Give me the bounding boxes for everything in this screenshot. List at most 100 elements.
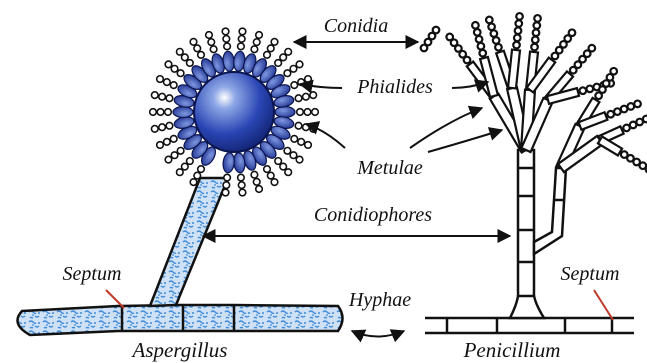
- penicillium-conidium: [643, 116, 647, 123]
- aspergillus-conidium: [157, 76, 164, 83]
- label-metulae: Metulae: [356, 157, 423, 179]
- aspergillus-conidium: [295, 122, 302, 129]
- aspergillus-conidium: [210, 46, 217, 53]
- aspergillus-conidium: [285, 49, 292, 56]
- penicillium-conidium: [479, 50, 486, 57]
- penicillium-conidium: [476, 36, 483, 43]
- aspergillus-conidium: [267, 172, 274, 179]
- aspergillus-conidium: [182, 163, 189, 170]
- aspergillus-conidium: [165, 156, 172, 163]
- aspergillus-conidium: [190, 179, 197, 186]
- label-conidia: Conidia: [324, 15, 388, 37]
- penicillium-conidium: [474, 29, 481, 36]
- penicillium-phialide: [508, 50, 520, 89]
- aspergillus-conidium: [198, 52, 205, 59]
- penicillium-conidium: [493, 37, 500, 44]
- aspergillus-conidium: [224, 43, 231, 50]
- label-septum-right: Septum: [561, 263, 620, 285]
- penicillium-conidium: [628, 103, 635, 110]
- aspergillus-conidium: [280, 54, 287, 61]
- penicillium-conidium: [621, 106, 628, 113]
- penicillium-conidium: [516, 13, 523, 20]
- aspergillus-conidium: [190, 39, 197, 46]
- penicillium-conidiophore: [510, 150, 566, 318]
- aspergillus-conidium: [290, 65, 297, 72]
- aspergillus-phialide: [222, 152, 235, 173]
- aspergillus-conidium: [177, 70, 184, 77]
- title-penicillium: Penicillium: [463, 338, 561, 362]
- aspergillus-conidium: [264, 52, 271, 59]
- aspergillus-conidium: [296, 156, 303, 163]
- penicillium-conidium: [531, 44, 538, 51]
- aspergillus-conidium: [182, 54, 189, 61]
- penicillium-conidium: [486, 17, 493, 24]
- penicillium-conidium: [495, 44, 502, 51]
- aspergillus-conidium: [208, 39, 215, 46]
- aspergillus-conidium: [224, 174, 231, 181]
- aspergillus-conidium: [253, 39, 260, 46]
- penicillium-conidium: [580, 87, 587, 94]
- aspergillus-conidium: [256, 32, 263, 39]
- aspergillus-conidium: [271, 179, 278, 186]
- penicillium-conidium: [488, 23, 495, 30]
- aspergillus-conidium: [251, 46, 258, 53]
- aspergillus-conidium: [177, 49, 184, 56]
- penicillium-head: [421, 13, 647, 173]
- label-conidiophores: Conidiophores: [314, 204, 432, 226]
- aspergillus-conidium: [170, 136, 177, 143]
- aspergillus-conidium: [251, 171, 258, 178]
- aspergillus-conidium: [222, 28, 229, 35]
- aspergillus-conidium: [285, 169, 292, 176]
- aspergillus-conidium: [310, 92, 317, 99]
- penicillium-conidium: [532, 37, 539, 44]
- aspergillus-conidium: [264, 166, 271, 173]
- label-phialides: Phialides: [356, 76, 433, 98]
- aspergillus-conidium: [177, 147, 184, 154]
- aspergillus-conidium: [170, 82, 177, 89]
- aspergillus-conidium: [297, 109, 304, 116]
- aspergillus-conidium: [157, 109, 164, 116]
- aspergillus-conidium: [291, 82, 298, 89]
- penicillium-conidium: [515, 20, 522, 27]
- penicillium-conidium: [634, 101, 641, 108]
- penicillium-conidium: [586, 86, 593, 93]
- aspergillus-conidium: [275, 60, 282, 67]
- penicillium-conidium: [433, 27, 440, 34]
- penicillium-hyphae: [425, 318, 634, 333]
- aspergillus-conidium: [296, 61, 303, 68]
- penicillium-conidium: [491, 30, 498, 37]
- aspergillus-conidium: [284, 147, 291, 154]
- aspergillus-conidium: [312, 109, 319, 116]
- penicillium-conidium: [569, 29, 576, 36]
- aspergillus-conidium: [238, 43, 245, 50]
- aspergillus-conidium: [303, 93, 310, 100]
- aspergillus-conidium: [290, 152, 297, 159]
- aspergillus-conidium: [284, 70, 291, 77]
- aspergillus-conidium: [187, 60, 194, 67]
- aspergillus-conidium: [223, 36, 230, 43]
- aspergillus-conidium: [256, 186, 263, 193]
- aspergillus-phialide: [173, 107, 193, 118]
- aspergillus-conidium: [157, 142, 164, 149]
- aspergillus-conidium: [198, 166, 205, 173]
- penicillium-conidium: [513, 42, 520, 49]
- aspergillus-conidium: [166, 122, 173, 129]
- label-hyphae: Hyphae: [348, 289, 411, 311]
- aspergillus-conidium: [151, 92, 158, 99]
- aspergillus-conidium: [165, 61, 172, 68]
- aspergillus-conidium: [206, 32, 213, 39]
- aspergillus-conidium: [164, 79, 171, 86]
- aspergillus-conidium: [238, 182, 245, 189]
- penicillium-conidium: [589, 45, 596, 52]
- aspergillus-conidium: [305, 142, 312, 149]
- aspergillus-conidium: [159, 93, 166, 100]
- penicillium-conidium: [607, 111, 614, 118]
- aspergillus-conidium: [295, 95, 302, 102]
- aspergillus-conidium: [291, 136, 298, 143]
- penicillium-conidium: [478, 43, 485, 50]
- penicillium-conidium: [533, 22, 540, 29]
- penicillium-conidium: [446, 34, 453, 41]
- penicillium-conidium: [534, 15, 541, 22]
- penicillium-conidium: [515, 27, 522, 34]
- penicillium-conidium: [514, 35, 521, 42]
